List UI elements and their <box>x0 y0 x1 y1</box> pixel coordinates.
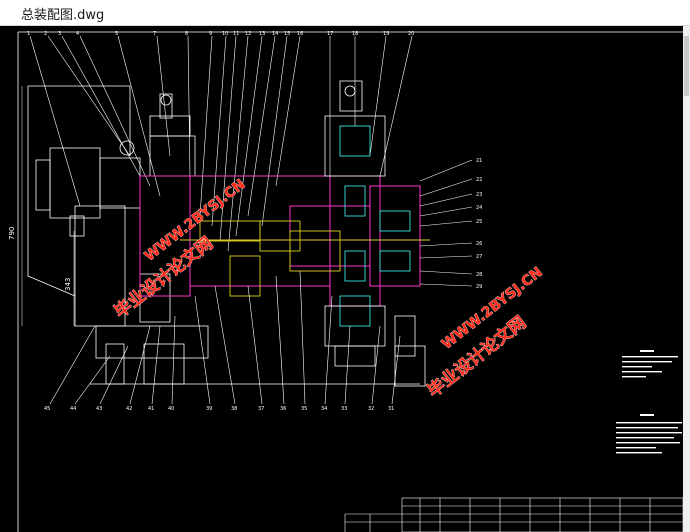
window-title: 总装配图.dwg <box>21 8 105 23</box>
svg-text:10: 10 <box>222 31 228 37</box>
svg-text:19: 19 <box>383 31 389 37</box>
watermark-group-1: 毕业设计论文网 WWW.2BYSJ.CN <box>110 176 249 323</box>
svg-text:5: 5 <box>115 31 118 37</box>
title-bar: 总装配图.dwg <box>0 0 690 26</box>
svg-text:44: 44 <box>70 406 76 412</box>
svg-text:37: 37 <box>258 406 264 412</box>
dimension-lines <box>21 86 75 326</box>
svg-text:35: 35 <box>301 406 307 412</box>
svg-text:27: 27 <box>476 254 482 260</box>
svg-text:25: 25 <box>476 219 482 225</box>
right-leader-lines <box>419 159 473 287</box>
right-lifting-eye <box>324 80 426 387</box>
svg-text:36: 36 <box>280 406 286 412</box>
svg-text:34: 34 <box>321 406 327 412</box>
svg-text:22: 22 <box>476 177 482 183</box>
svg-text:20: 20 <box>408 31 414 37</box>
bottom-balloons: 45 44 43 42 41 40 39 38 37 36 35 34 33 32 31 <box>44 406 394 412</box>
motor-assembly <box>27 85 171 327</box>
svg-text:15: 15 <box>284 31 290 37</box>
svg-text:42: 42 <box>126 406 132 412</box>
svg-text:29: 29 <box>476 284 482 290</box>
svg-text:2: 2 <box>44 31 47 37</box>
svg-text:1: 1 <box>27 31 30 37</box>
title-block <box>344 497 683 532</box>
motor-dimensions: 790 343 <box>8 227 72 291</box>
technical-requirements <box>616 350 682 454</box>
svg-text:8: 8 <box>185 31 188 37</box>
svg-text:3: 3 <box>58 31 61 37</box>
svg-text:26: 26 <box>476 241 482 247</box>
left-support <box>90 93 420 385</box>
svg-text:38: 38 <box>231 406 237 412</box>
svg-text:11: 11 <box>233 31 239 37</box>
gear-shaft-parts <box>180 220 430 297</box>
svg-text:43: 43 <box>96 406 102 412</box>
svg-text:33: 33 <box>341 406 347 412</box>
bearings <box>339 125 411 327</box>
svg-text:24: 24 <box>476 205 482 211</box>
dim-790: 790 <box>8 227 16 240</box>
scrollbar-thumb[interactable] <box>684 36 689 96</box>
watermark-group-2: 毕业设计论文网 WWW.2BYSJ.CN <box>423 264 546 402</box>
vertical-scrollbar[interactable] <box>683 26 690 532</box>
svg-text:39: 39 <box>206 406 212 412</box>
svg-text:40: 40 <box>168 406 174 412</box>
svg-text:31: 31 <box>388 406 394 412</box>
svg-text:28: 28 <box>476 272 482 278</box>
svg-text:13: 13 <box>259 31 265 37</box>
svg-text:14: 14 <box>272 31 278 37</box>
svg-text:18: 18 <box>352 31 358 37</box>
svg-text:9: 9 <box>209 31 212 37</box>
central-housing <box>139 175 421 307</box>
svg-text:12: 12 <box>245 31 251 37</box>
svg-text:23: 23 <box>476 192 482 198</box>
svg-text:16: 16 <box>297 31 303 37</box>
dim-343: 343 <box>64 278 72 291</box>
bottom-leader-lines <box>49 270 401 405</box>
drawing-frame <box>17 31 683 532</box>
svg-text:45: 45 <box>44 406 50 412</box>
svg-text:21: 21 <box>476 158 482 164</box>
svg-text:41: 41 <box>148 406 154 412</box>
right-balloons: 21 22 23 24 25 26 27 28 29 <box>476 158 482 290</box>
svg-text:7: 7 <box>153 31 156 37</box>
svg-text:17: 17 <box>327 31 333 37</box>
top-leader-lines <box>29 35 413 252</box>
svg-text:32: 32 <box>368 406 374 412</box>
svg-text:4: 4 <box>76 31 79 37</box>
